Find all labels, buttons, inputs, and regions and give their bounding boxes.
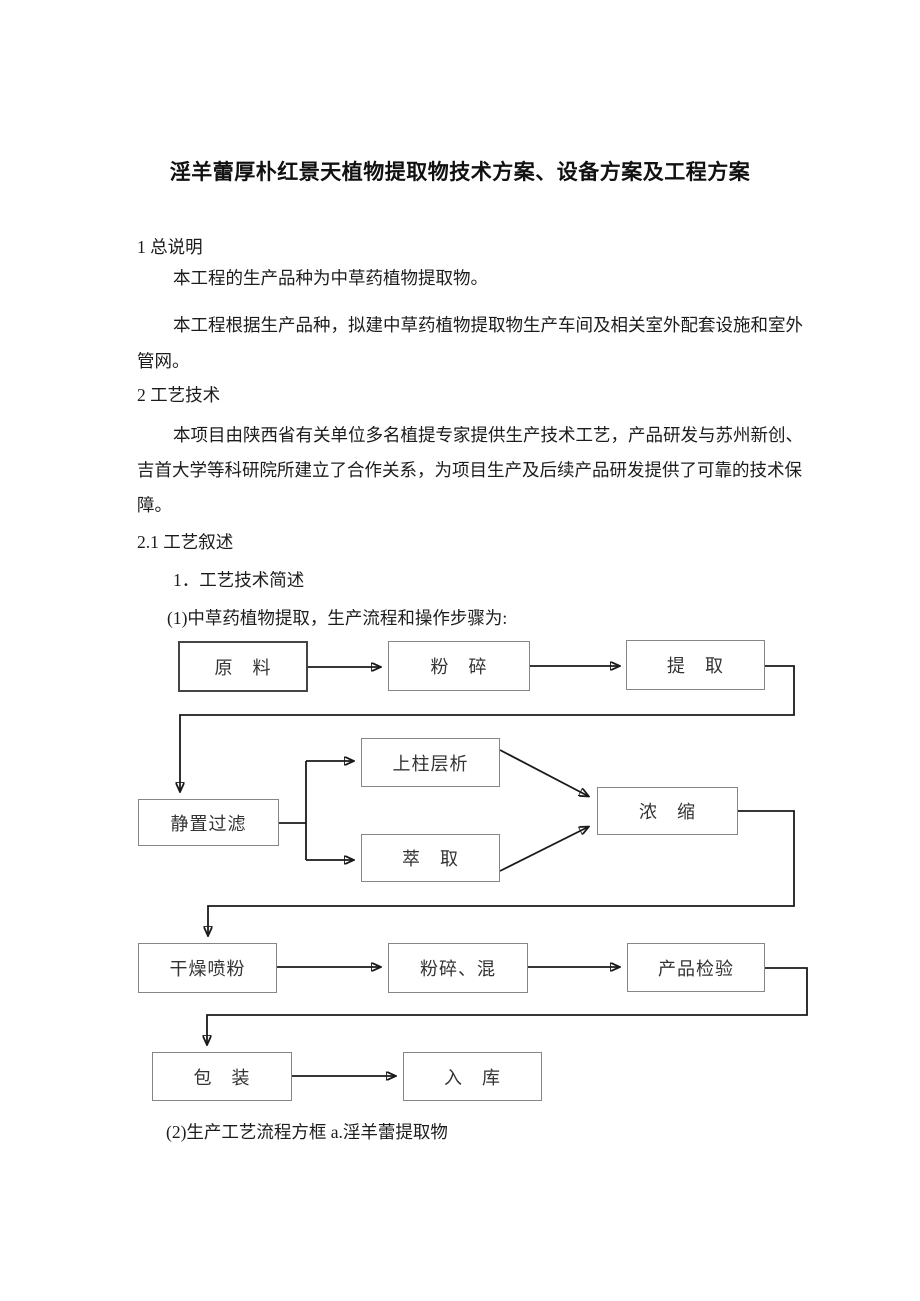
page-title: 淫羊蕾厚朴红景天植物提取物技术方案、设备方案及工程方案 [169, 160, 751, 184]
section-2-heading: 2 工艺技术 [137, 385, 221, 405]
flow-box-crushing: 粉 碎 [388, 641, 530, 691]
connector-settling-branch [279, 761, 307, 860]
flow-box-settling-filtration: 静置过滤 [138, 799, 279, 846]
flow-box-warehousing: 入 库 [403, 1052, 542, 1101]
section-1-paragraph-2-line-2: 管网。 [137, 351, 190, 371]
flow-box-raw-material: 原 料 [178, 641, 308, 692]
flow-box-crush-mix: 粉碎、混 [388, 943, 528, 993]
section-1-paragraph-1: 本工程的生产品种为中草药植物提取物。 [173, 268, 488, 288]
flow-box-spray-drying: 干燥喷粉 [138, 943, 277, 993]
process-steps-intro: (1)中草药植物提取，生产流程和操作步骤为: [167, 608, 508, 628]
arrow-column-to-concentration [499, 749, 588, 796]
process-brief-item: 1．工艺技术简述 [173, 570, 305, 590]
section-2-paragraph-1-line-1: 本项目由陕西省有关单位多名植提专家提供生产技术工艺，产品研发与苏州新创、 [173, 425, 803, 445]
flow-box-extraction: 提 取 [626, 640, 765, 690]
flow-box-concentration: 浓 缩 [597, 787, 738, 835]
flow-box-solvent-extraction: 萃 取 [361, 834, 500, 882]
section-2-1-heading: 2.1 工艺叙述 [137, 532, 234, 552]
section-2-paragraph-1-line-3: 障。 [137, 495, 172, 515]
arrow-solvent-to-concentration [499, 827, 588, 872]
flow-box-product-inspection: 产品检验 [627, 943, 765, 992]
flow-box-column-chromatography: 上柱层析 [361, 738, 500, 787]
flow-box-packaging: 包 装 [152, 1052, 292, 1101]
section-1-heading: 1 总说明 [137, 237, 203, 257]
section-1-paragraph-2-line-1: 本工程根据生产品种，拟建中草药植物提取物生产车间及相关室外配套设施和室外 [173, 315, 803, 335]
flowchart-caption: (2)生产工艺流程方框 a.淫羊蕾提取物 [166, 1122, 448, 1142]
section-2-paragraph-1-line-2: 吉首大学等科研院所建立了合作关系，为项目生产及后续产品研发提供了可靠的技术保 [137, 460, 802, 480]
